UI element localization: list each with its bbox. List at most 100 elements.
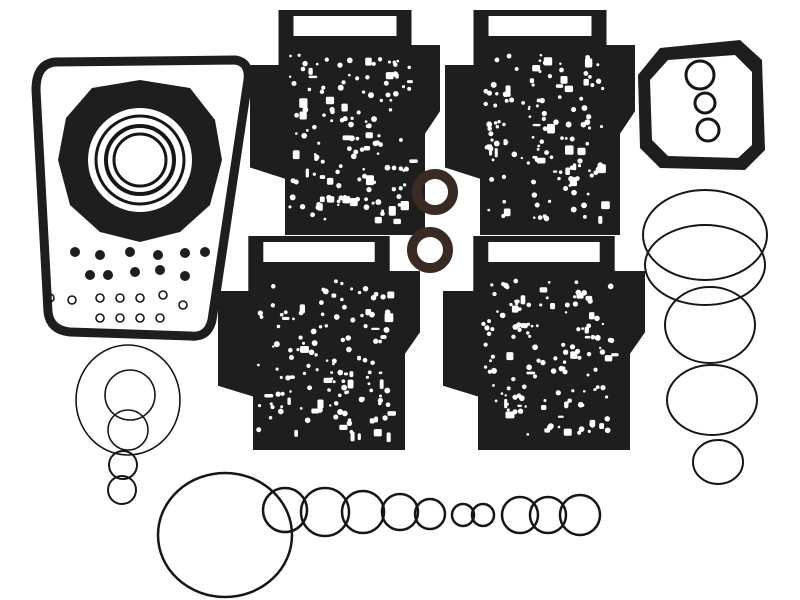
lip-seals	[407, 169, 458, 273]
gasket-hole	[370, 294, 377, 301]
gasket-hole	[388, 108, 393, 112]
gasket-slot	[489, 146, 493, 156]
gasket-slot	[387, 411, 396, 416]
gasket-slot	[282, 316, 290, 321]
gasket-hole	[571, 389, 575, 393]
sealing-ring	[500, 495, 540, 535]
gasket-hole	[305, 128, 309, 132]
gasket-hole	[505, 284, 510, 290]
gasket-slot	[552, 170, 558, 173]
gasket-hole	[322, 288, 329, 295]
gasket-slot	[588, 312, 595, 320]
gasket-hole	[336, 199, 341, 204]
gasket-hole	[377, 397, 384, 404]
gasket-hole	[310, 328, 317, 335]
gasket-hole	[601, 322, 605, 326]
gasket-hole	[365, 310, 371, 316]
gasket-hole	[397, 203, 402, 207]
gasket-hole	[355, 136, 360, 141]
lip-seal	[407, 227, 453, 273]
gasket-hole	[311, 340, 318, 346]
gasket-hole	[291, 80, 297, 87]
valve-body-gasket	[218, 236, 420, 450]
gasket-hole	[279, 312, 284, 317]
gasket-hole	[396, 59, 400, 63]
small-seal	[125, 247, 135, 257]
gasket-hole	[528, 115, 532, 119]
gasket-hole	[289, 194, 296, 201]
gasket-slot	[386, 432, 391, 443]
gasket-hole	[488, 131, 494, 137]
gasket-hole	[490, 367, 497, 374]
gasket-hole	[557, 425, 561, 429]
gasket-hole	[340, 297, 344, 302]
gasket-hole	[385, 313, 389, 317]
gasket-hole	[562, 360, 567, 364]
gasket-hole	[512, 324, 519, 330]
gasket-hole	[599, 125, 604, 129]
gasket-hole	[487, 369, 492, 374]
gasket-slot	[529, 78, 535, 84]
gasket-hole	[513, 278, 519, 284]
gasket-hole	[304, 417, 311, 424]
gasket-hole	[371, 116, 377, 122]
gasket-hole	[333, 314, 340, 320]
gasket-slot	[563, 428, 572, 436]
gasket-hole	[539, 139, 545, 144]
gasket-hole	[345, 390, 350, 394]
gasket-hole	[308, 349, 315, 356]
gasket-hole	[307, 87, 312, 92]
gasket-hole	[275, 367, 279, 371]
gasket-hole	[301, 132, 308, 139]
gasket-hole	[332, 380, 336, 384]
gasket-slot	[576, 292, 584, 299]
gasket-hole	[323, 217, 327, 221]
gasket-slot	[564, 85, 574, 93]
gasket-slot	[287, 397, 291, 406]
valve-body-gasket	[445, 10, 635, 235]
gasket-hole	[526, 331, 530, 335]
gasket-hole	[314, 156, 319, 161]
small-seals-and-clips	[45, 247, 210, 323]
gasket-hole	[322, 113, 326, 117]
gasket-hole	[502, 122, 506, 127]
gasket-hole	[375, 430, 379, 434]
gasket-hole	[490, 327, 495, 332]
gasket-hole	[521, 100, 525, 105]
gasket-hole	[364, 120, 368, 123]
sealing-ring	[261, 486, 309, 534]
gasket-slot	[319, 196, 325, 203]
gasket-hole	[318, 325, 323, 329]
gasket-hole	[586, 114, 592, 120]
gasket-hole	[581, 105, 588, 111]
gasket-slot	[539, 287, 548, 293]
gasket-slot	[350, 431, 355, 442]
gasket-slot	[560, 75, 568, 84]
gasket-hole	[486, 90, 493, 96]
gasket-slot	[505, 411, 515, 419]
gasket-slot	[544, 428, 551, 433]
gasket-hole	[342, 116, 348, 122]
gasket-hole	[299, 204, 306, 210]
gasket-hole	[329, 404, 332, 407]
gasket-slot	[555, 84, 564, 88]
sealing-ring	[470, 502, 496, 528]
gasket-hole	[526, 302, 532, 308]
gasket-slot	[520, 295, 526, 305]
gasket-hole	[256, 363, 260, 367]
gasket-hole	[588, 74, 592, 79]
gasket-hole	[543, 398, 547, 402]
small-seal	[130, 267, 140, 277]
small-seal	[180, 248, 190, 258]
gasket-slot	[584, 326, 589, 334]
gasket-hole	[275, 391, 281, 397]
gasket-hole	[288, 75, 292, 78]
gasket-hole	[484, 145, 489, 150]
gasket-hole	[532, 344, 538, 351]
gasket-hole	[270, 303, 276, 308]
gasket-slot	[550, 303, 556, 310]
gasket-hole	[319, 89, 325, 94]
gasket-slot	[357, 355, 361, 361]
sealing-ring	[664, 286, 756, 364]
gasket-hole	[364, 197, 368, 202]
